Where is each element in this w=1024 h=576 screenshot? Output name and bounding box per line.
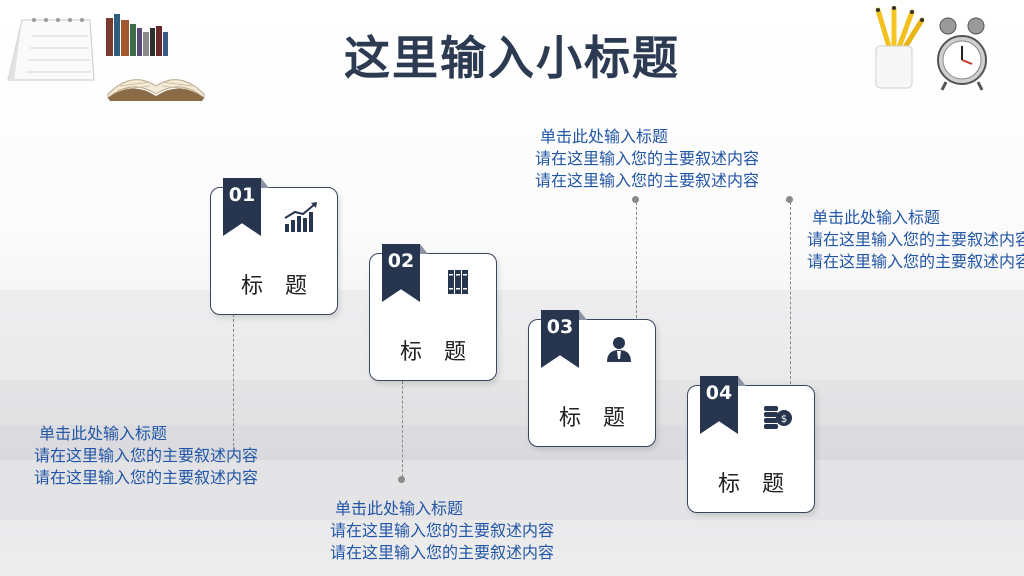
connector-dot <box>786 196 793 203</box>
note-text: 请在这里输入您的主要叙述内容 <box>807 230 1024 249</box>
note-heading: 单击此处输入标题 <box>540 127 669 146</box>
background-band <box>0 380 1024 425</box>
connector-dot <box>632 196 639 203</box>
step-card-02[interactable]: 02 标题 <box>369 244 497 381</box>
growth-chart-icon <box>284 202 317 232</box>
ribbon-fold <box>261 178 269 188</box>
step-number-ribbon: 01 <box>223 178 261 236</box>
step-number-ribbon: 03 <box>541 310 579 368</box>
note-text: 请在这里输入您的主要叙述内容 <box>807 252 1024 271</box>
page-title: 这里输入小标题 <box>344 31 680 85</box>
connector-line <box>233 314 234 446</box>
bookshelf-icon <box>106 14 168 56</box>
svg-text:$: $ <box>781 414 787 425</box>
card-title: 标题 <box>240 274 329 299</box>
ribbon-fold <box>420 244 428 254</box>
connector-line <box>790 202 791 384</box>
card-title: 标题 <box>399 340 488 365</box>
note-block-03[interactable]: 单击此处输入标题 请在这里输入您的主要叙述内容 请在这里输入您的主要叙述内容 <box>535 126 759 192</box>
step-card-01[interactable]: 01 标题 <box>210 178 338 315</box>
note-text: 请在这里输入您的主要叙述内容 <box>34 446 259 465</box>
note-text: 请在这里输入您的主要叙述内容 <box>535 171 760 190</box>
note-text: 请在这里输入您的主要叙述内容 <box>330 543 555 562</box>
background-band <box>0 460 1024 520</box>
person-icon <box>607 337 631 362</box>
note-block-02[interactable]: 单击此处输入标题 请在这里输入您的主要叙述内容 请在这里输入您的主要叙述内容 <box>330 498 554 564</box>
open-book-icon <box>107 79 205 101</box>
connector-line <box>636 202 637 318</box>
connector-line <box>402 381 403 477</box>
connector-dot <box>398 476 405 483</box>
pencil-cup-icon <box>875 6 925 89</box>
alarm-clock-icon <box>937 17 987 91</box>
note-text: 请在这里输入您的主要叙述内容 <box>34 468 259 487</box>
step-card-03[interactable]: 03 标题 <box>528 310 656 447</box>
desk-calendar-icon <box>7 18 95 81</box>
note-text: 请在这里输入您的主要叙述内容 <box>535 149 760 168</box>
step-number-ribbon: 02 <box>382 244 420 302</box>
note-heading: 单击此处输入标题 <box>39 424 168 443</box>
note-heading: 单击此处输入标题 <box>335 499 464 518</box>
step-card-04[interactable]: 04 $ 标题 <box>687 376 815 513</box>
note-block-01[interactable]: 单击此处输入标题 请在这里输入您的主要叙述内容 请在这里输入您的主要叙述内容 <box>34 423 258 489</box>
background-band <box>0 290 1024 380</box>
note-block-04[interactable]: 单击此处输入标题 请在这里输入您的主要叙述内容 请在这里输入您的主要叙述内容 <box>807 207 1024 273</box>
note-text: 请在这里输入您的主要叙述内容 <box>330 521 555 540</box>
coins-icon: $ <box>764 406 792 429</box>
step-number-ribbon: 04 <box>700 376 738 434</box>
ribbon-fold <box>738 376 746 386</box>
background-band <box>0 425 1024 460</box>
card-title: 标题 <box>558 406 647 431</box>
card-title: 标题 <box>717 472 806 497</box>
books-icon <box>448 270 468 294</box>
note-heading: 单击此处输入标题 <box>812 208 941 227</box>
ribbon-fold <box>579 310 587 320</box>
